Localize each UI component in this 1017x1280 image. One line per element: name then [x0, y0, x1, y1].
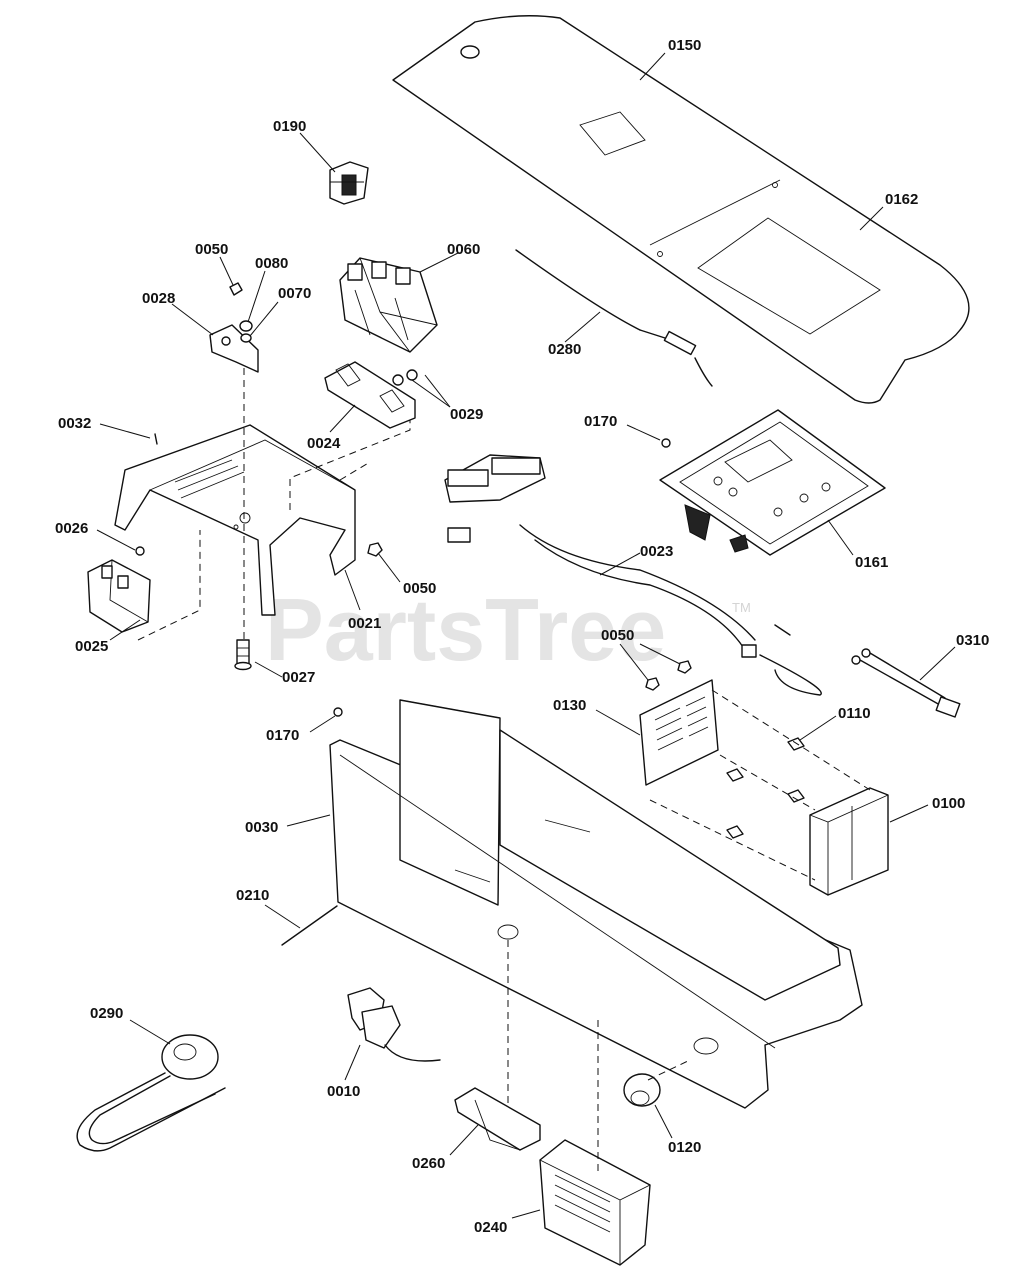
- part-0025-clip[interactable]: [87, 559, 151, 633]
- part-0260-bracket[interactable]: [454, 1087, 541, 1151]
- callout-0024[interactable]: 0024: [307, 435, 341, 452]
- part-0310-cable[interactable]: [851, 648, 961, 718]
- callout-0080[interactable]: 0080: [255, 255, 288, 272]
- callout-0030[interactable]: 0030: [245, 819, 278, 836]
- part-0027-bolt[interactable]: [234, 639, 252, 671]
- part-0023-harness[interactable]: [444, 454, 822, 696]
- part-0280-sensor[interactable]: [515, 249, 713, 387]
- part-0028-bracket[interactable]: [209, 282, 259, 373]
- part-0170-screw-lower[interactable]: [333, 707, 343, 717]
- callout-0029[interactable]: 0029: [450, 406, 483, 423]
- watermark: PartsTree TM: [265, 580, 751, 679]
- callout-0170[interactable]: 0170: [584, 413, 617, 430]
- callout-0162[interactable]: 0162: [885, 191, 918, 208]
- callout-0161[interactable]: 0161: [855, 554, 888, 571]
- watermark-trademark: TM: [732, 600, 751, 615]
- part-0032-screw[interactable]: [154, 433, 158, 445]
- callout-0110[interactable]: 0110: [838, 705, 871, 722]
- enclosure-vents: [554, 1174, 611, 1233]
- vent-slots: [654, 696, 709, 751]
- harness-connectors: [447, 457, 541, 543]
- part-0110-clips[interactable]: [726, 737, 805, 839]
- callout-0260[interactable]: 0260: [412, 1155, 445, 1172]
- part-0130-vent-panel[interactable]: [639, 679, 719, 786]
- assembly-lines: [137, 368, 871, 1175]
- callout-0280[interactable]: 0280: [548, 341, 581, 358]
- leader-lines: [96, 52, 956, 1219]
- callout-0032[interactable]: 0032: [58, 415, 91, 432]
- callout-0210[interactable]: 0210: [236, 887, 269, 904]
- part-0026-screw[interactable]: [135, 546, 145, 556]
- callout-0120[interactable]: 0120: [668, 1139, 701, 1156]
- callout-labels: 0150 0162 0190 0050 0080 0070 0060 0028 …: [55, 37, 989, 1236]
- callout-0028[interactable]: 0028: [142, 290, 175, 307]
- part-0240-enclosure[interactable]: [539, 1139, 651, 1266]
- part-0190-switch[interactable]: [329, 161, 369, 205]
- part-0050-nut[interactable]: [367, 542, 383, 557]
- part-0050-nut-pair[interactable]: [645, 660, 692, 691]
- callout-0310[interactable]: 0310: [956, 632, 989, 649]
- callout-0130[interactable]: 0130: [553, 697, 586, 714]
- callout-0150[interactable]: 0150: [668, 37, 701, 54]
- part-0030-tray[interactable]: [329, 699, 863, 1109]
- part-0060-breaker[interactable]: [339, 257, 438, 353]
- callout-0023[interactable]: 0023: [640, 543, 673, 560]
- bracket-slots: [174, 459, 245, 499]
- part-0170-screw-upper[interactable]: [661, 438, 671, 448]
- part-0100-capacitor[interactable]: [809, 787, 889, 896]
- callout-0050[interactable]: 0050: [195, 241, 228, 258]
- callout-0240[interactable]: 0240: [474, 1219, 507, 1236]
- part-0010-transformer[interactable]: [347, 987, 441, 1062]
- part-0120-grommet[interactable]: [623, 1073, 661, 1107]
- watermark-text: PartsTree: [265, 580, 666, 679]
- callout-0010[interactable]: 0010: [327, 1083, 360, 1100]
- part-0161-control-board[interactable]: [659, 409, 886, 556]
- callout-0190[interactable]: 0190: [273, 118, 306, 135]
- part-0290-heater[interactable]: [76, 1034, 226, 1152]
- part-0021-main-bracket[interactable]: [114, 424, 356, 616]
- callout-0170[interactable]: 0170: [266, 727, 299, 744]
- part-0210-rod[interactable]: [281, 905, 338, 946]
- callout-0021[interactable]: 0021: [348, 615, 381, 632]
- callout-0100[interactable]: 0100: [932, 795, 965, 812]
- callout-0050[interactable]: 0050: [601, 627, 634, 644]
- callout-0027[interactable]: 0027: [282, 669, 315, 686]
- part-0150-0162-cover-panel[interactable]: [392, 15, 970, 404]
- callout-0050[interactable]: 0050: [403, 580, 436, 597]
- callout-0060[interactable]: 0060: [447, 241, 480, 258]
- callout-0070[interactable]: 0070: [278, 285, 311, 302]
- callout-0026[interactable]: 0026: [55, 520, 88, 537]
- callout-0290[interactable]: 0290: [90, 1005, 123, 1022]
- part-0024-relay[interactable]: [324, 361, 418, 429]
- callout-0025[interactable]: 0025: [75, 638, 108, 655]
